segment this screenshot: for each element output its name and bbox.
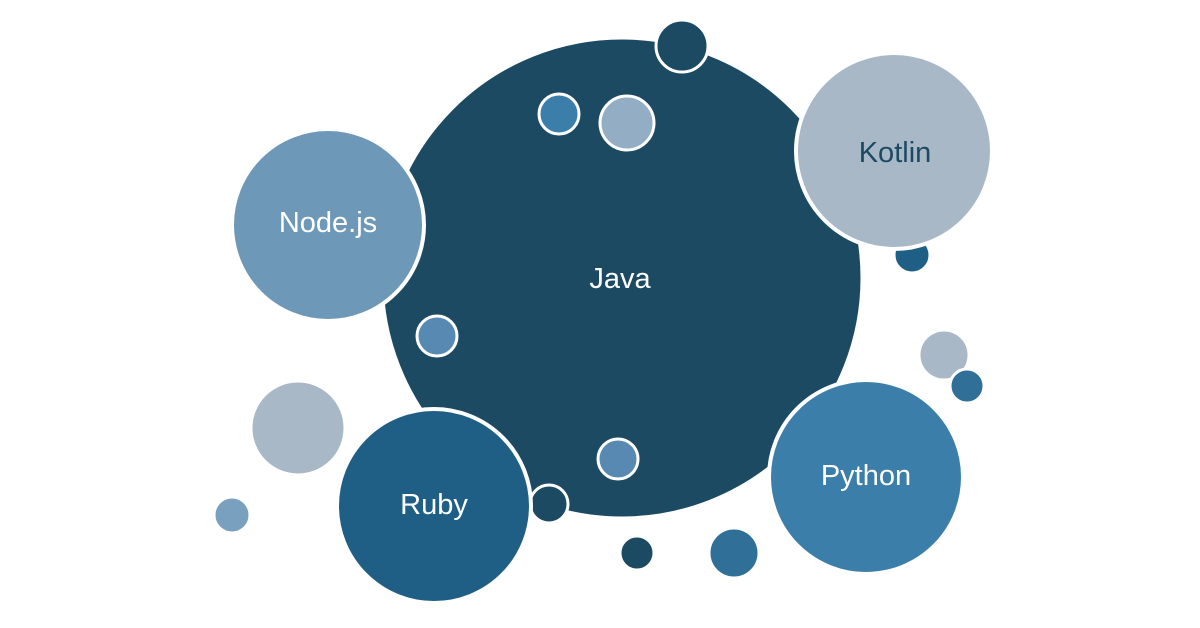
bubble-kotlin: Kotlin: [794, 51, 994, 251]
bubble-kotlin-circle: [794, 51, 994, 251]
small-bubble-bottom-blue: [707, 526, 761, 580]
small-bubble-ruby-side: [528, 483, 570, 525]
bubble-ruby: Ruby: [335, 407, 533, 605]
small-bubble-left-small: [212, 495, 252, 535]
bubble-python-circle: [767, 378, 965, 576]
small-bubble-java-bottom: [596, 437, 640, 481]
bubble-nodejs: Node.js: [230, 127, 426, 323]
small-bubble-right-gray: [917, 328, 971, 382]
bubble-ruby-label: Ruby: [400, 489, 468, 521]
small-bubble-java-inner-gray: [598, 94, 656, 152]
small-bubble-java-inner-blue: [537, 92, 581, 136]
bubble-nodejs-circle: [230, 127, 426, 323]
small-bubble-bottom-dark: [618, 534, 656, 572]
bubble-ruby-circle: [335, 407, 533, 605]
bubble-python-label: Python: [821, 460, 911, 492]
bubble-nodejs-label: Node.js: [279, 207, 377, 239]
bubble-kotlin-label: Kotlin: [859, 137, 932, 169]
bubble-java-label: Java: [589, 263, 651, 295]
small-bubble-top-dark: [654, 18, 710, 74]
small-bubble-right-blue: [948, 367, 986, 405]
small-bubble-java-left: [415, 314, 459, 358]
bubble-python: Python: [767, 378, 965, 576]
bubble-java: Java: [380, 36, 864, 520]
small-bubble-left-gray: [249, 379, 347, 477]
